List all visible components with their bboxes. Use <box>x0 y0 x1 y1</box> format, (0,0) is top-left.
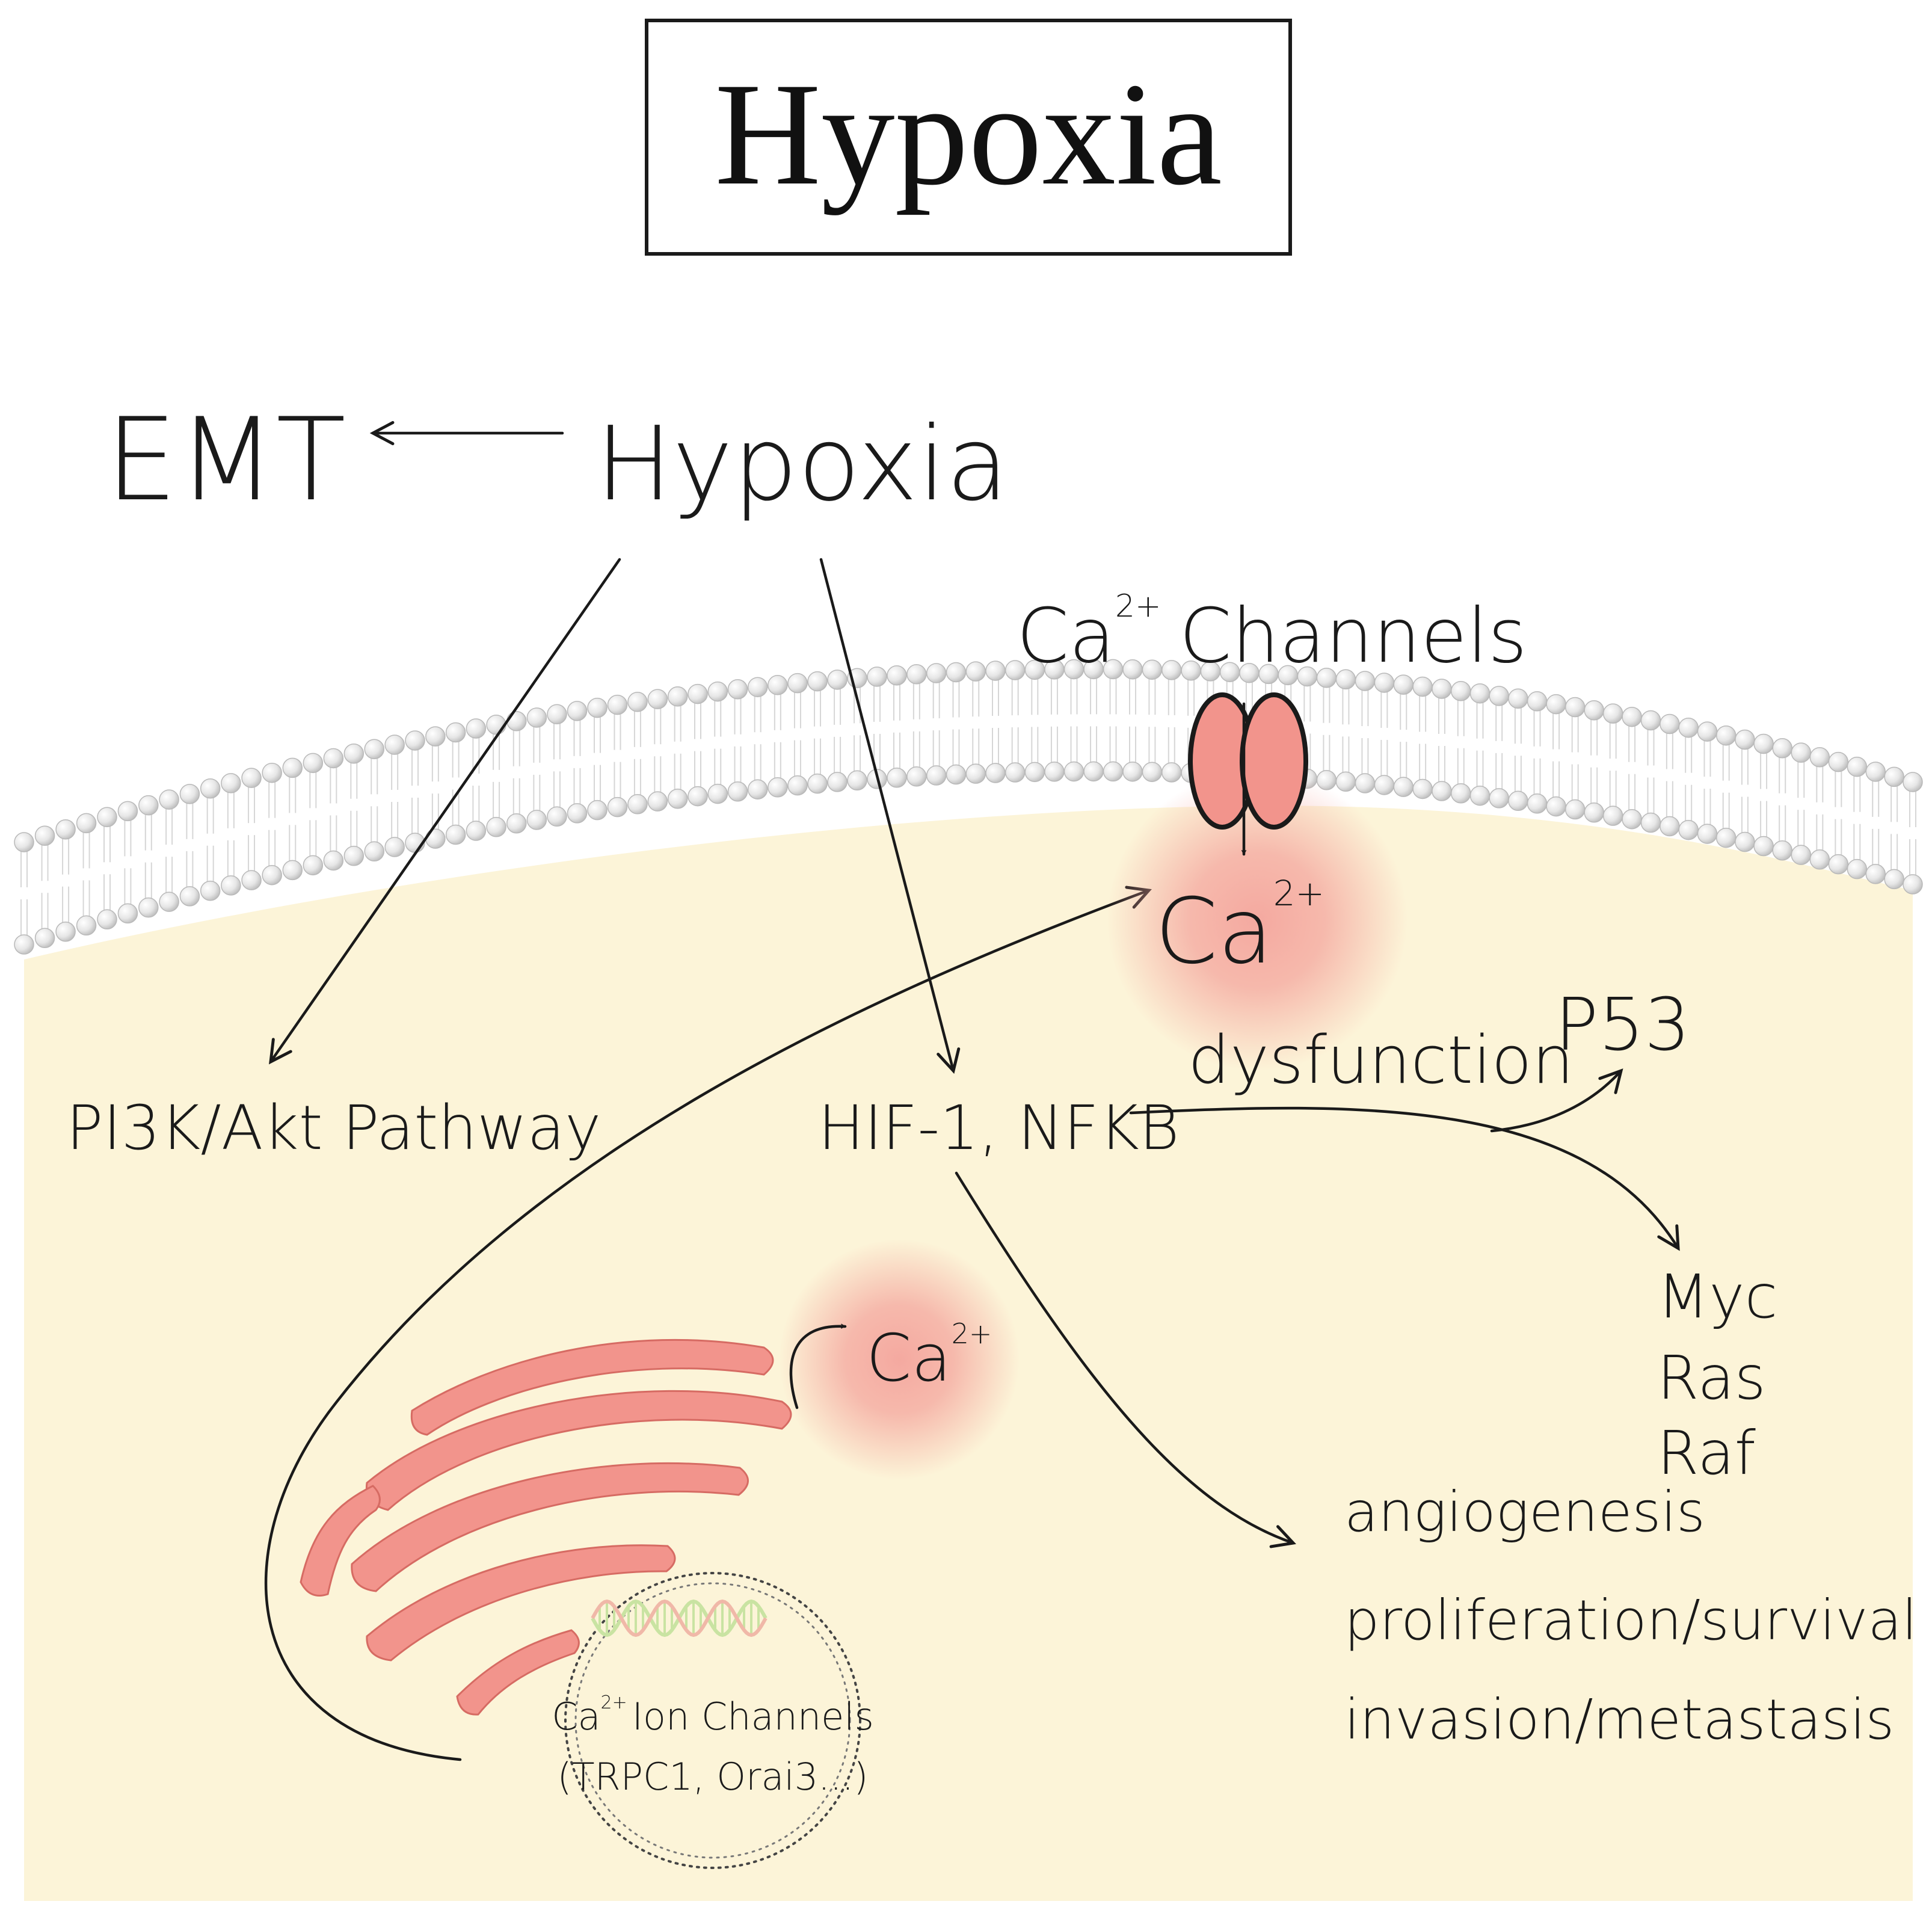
nucleus-channels-list: (TRPC1, Orai3...) <box>558 1755 869 1799</box>
hypoxia-node: Hypoxia <box>595 405 1009 524</box>
emt-label: EMT <box>105 393 346 526</box>
oncogene-myc: Myc <box>1657 1261 1777 1332</box>
endoplasmic-reticulum <box>300 1338 792 1716</box>
arrow-hypoxia-to-pi3k <box>268 558 621 1065</box>
pi3k-akt-label: PI3K/Akt Pathway <box>66 1092 601 1164</box>
oncogene-raf: Raf <box>1657 1418 1756 1488</box>
hif-nfkb-label: HIF-1, NFKB <box>818 1092 1180 1164</box>
calcium-glow-er <box>779 1239 1020 1480</box>
dysfunction-label: dysfunction <box>1188 1021 1574 1098</box>
outcome-proliferation: proliferation/survival <box>1344 1588 1917 1652</box>
calcium-channel <box>1188 692 1308 856</box>
outcome-angiogenesis: angiogenesis <box>1344 1480 1705 1544</box>
arrow-hif-to-myc <box>1129 1106 1680 1251</box>
arrow-hif-to-outcomes <box>955 1171 1296 1548</box>
arrow-hypoxia-to-hif <box>819 558 961 1074</box>
oncogene-ras: Ras <box>1657 1343 1766 1413</box>
title-box <box>645 19 1292 256</box>
ca-er-label: Ca2+ <box>866 1317 992 1396</box>
arrow-loop-nucleus-ca <box>264 886 1152 1761</box>
page-title: Hypoxia <box>715 52 1222 215</box>
nucleus: Ca2+Ion Channels (TRPC1, Orai3...) <box>552 1572 874 1869</box>
p53-label: P53 <box>1555 984 1690 1067</box>
calcium-glow-cytosol <box>1107 770 1407 1071</box>
dna-helix-icon <box>591 1599 768 1637</box>
arrow-to-p53 <box>1490 1068 1623 1133</box>
ca-cytosol-label: Ca2+ <box>1155 873 1324 984</box>
outcome-invasion: invasion/metastasis <box>1344 1687 1894 1752</box>
arrow-er-release <box>789 1326 847 1409</box>
nucleus-channels-label: Ca2+Ion Channels <box>552 1692 874 1739</box>
ca-channels-label: Ca2+Channels <box>1017 588 1527 680</box>
